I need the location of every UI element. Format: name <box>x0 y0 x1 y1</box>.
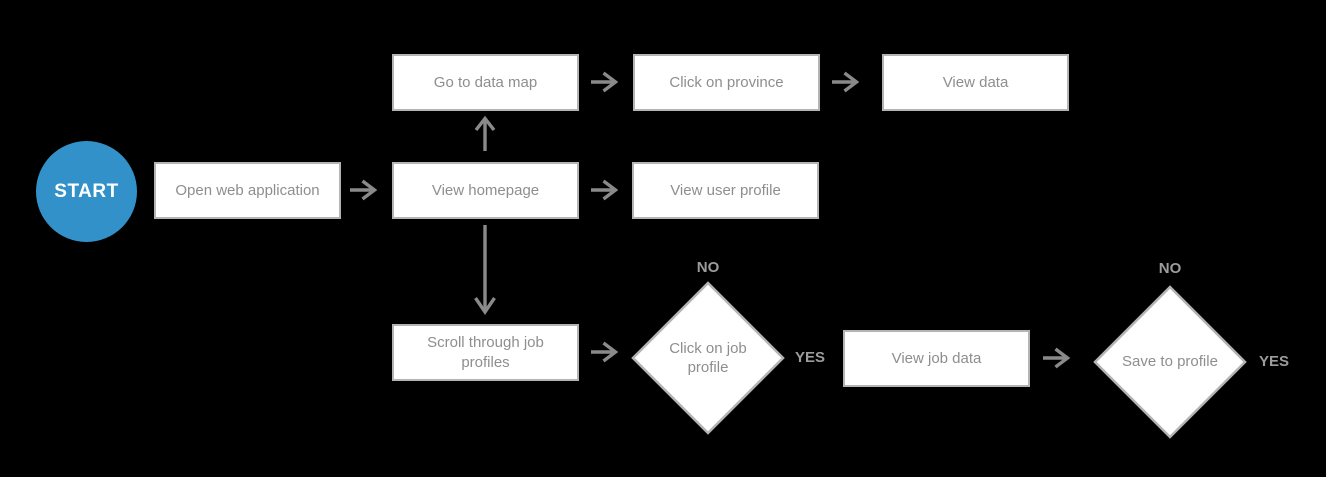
arrow-right-icon <box>591 71 618 93</box>
decision-click-on-job-profile[interactable]: Click on job profile <box>631 281 785 435</box>
branch-label-no: NO <box>1158 260 1182 277</box>
node-view-data[interactable]: View data <box>882 54 1069 111</box>
arrow-right-icon <box>591 341 618 363</box>
diamond-shape <box>631 281 785 435</box>
arrow-right-icon <box>350 179 377 201</box>
start-label: START <box>54 180 119 202</box>
branch-label-yes: YES <box>794 349 825 366</box>
decision-label: Save to profile <box>1122 353 1218 371</box>
node-label: Open web application <box>175 181 320 199</box>
node-label: Click on province <box>669 73 784 91</box>
node-scroll-through-job-profiles[interactable]: Scroll through job profiles <box>392 324 579 381</box>
start-node[interactable]: START <box>36 141 137 242</box>
node-go-to-data-map[interactable]: Go to data map <box>392 54 579 111</box>
arrow-right-icon <box>1043 347 1070 369</box>
node-click-on-province[interactable]: Click on province <box>633 54 820 111</box>
decision-label: Click on job profile <box>669 339 747 377</box>
decision-save-to-profile[interactable]: Save to profile <box>1093 285 1247 439</box>
node-label: View job data <box>891 349 982 367</box>
node-label: View homepage <box>431 181 540 199</box>
node-label: View user profile <box>670 181 781 199</box>
arrow-right-icon <box>591 179 618 201</box>
branch-label-yes: YES <box>1258 353 1289 370</box>
node-view-homepage[interactable]: View homepage <box>392 162 579 219</box>
diamond-shape <box>1093 285 1247 439</box>
node-label: View data <box>942 73 1009 91</box>
arrow-up-icon <box>474 115 496 151</box>
arrow-down-icon <box>474 225 496 316</box>
node-view-job-data[interactable]: View job data <box>843 330 1030 387</box>
node-open-web-application[interactable]: Open web application <box>154 162 341 219</box>
node-label: Scroll through job profiles <box>427 334 544 371</box>
arrow-right-icon <box>832 71 859 93</box>
branch-label-no: NO <box>696 259 720 276</box>
node-view-user-profile[interactable]: View user profile <box>632 162 819 219</box>
node-label: Go to data map <box>433 73 538 91</box>
